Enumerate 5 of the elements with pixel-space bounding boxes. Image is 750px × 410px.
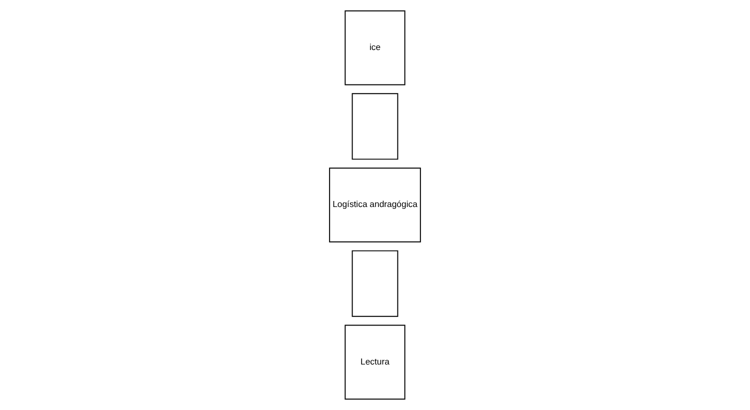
node-box: ice	[344, 10, 406, 86]
node-box: Logística andragógica	[329, 168, 421, 242]
node-box: Lectura	[344, 324, 406, 400]
node-box	[352, 250, 398, 317]
node-box	[352, 93, 398, 160]
